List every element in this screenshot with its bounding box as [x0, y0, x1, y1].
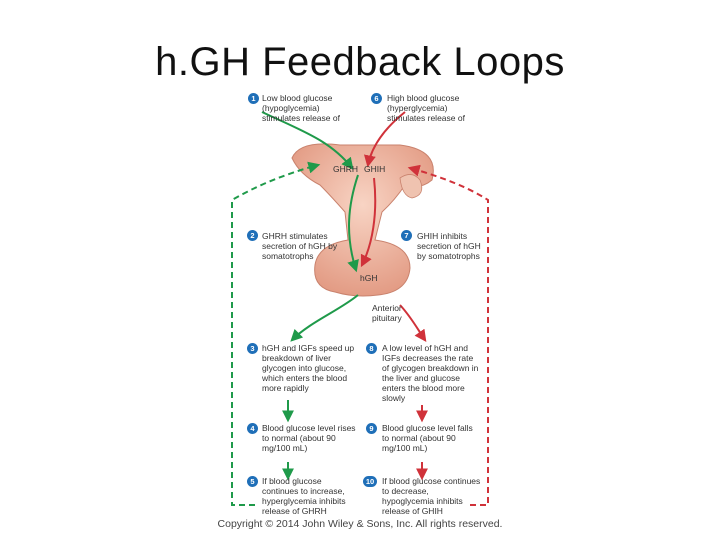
step-badge-4: 4 — [247, 423, 258, 434]
step-3-text: hGH and IGFs speed up breakdown of liver… — [262, 343, 355, 393]
step-2-text: GHRH stimulates secretion of hGH by soma… — [262, 231, 338, 261]
step-badge-9: 9 — [366, 423, 377, 434]
step-badge-3: 3 — [247, 343, 258, 354]
step-6-text: High blood glucose (hyperglycemia) stimu… — [387, 93, 465, 123]
step-8-text: A low level of hGH and IGFs decreases th… — [382, 343, 479, 403]
label-hgh: hGH — [360, 273, 378, 283]
label-ghrh: GHRH — [333, 164, 359, 174]
step-4-text: Blood glucose level rises to normal (abo… — [262, 423, 356, 453]
feedback-loop-green-dashed — [231, 161, 321, 506]
step-10-text: If blood glucose continues to decrease, … — [382, 476, 481, 516]
copyright-footer: Copyright © 2014 John Wiley & Sons, Inc.… — [217, 518, 503, 530]
step-badge-1: 1 — [248, 93, 259, 104]
step-9-text: Blood glucose level falls to normal (abo… — [382, 423, 473, 453]
step-badge-8: 8 — [366, 343, 377, 354]
slide-title: h.GH Feedback Loops — [155, 40, 565, 84]
arrow-green-hgh-to-step3 — [290, 294, 359, 342]
label-ghih: GHIH — [364, 164, 386, 174]
feedback-loop-red-dashed — [407, 164, 489, 506]
step-1-text: Low blood glucose (hypoglycemia) stimula… — [262, 93, 340, 123]
arrow-green-step1-to-ghrh — [261, 111, 354, 170]
arrow-green-ghrh-to-hgh — [347, 174, 359, 273]
step-badge-2: 2 — [247, 230, 258, 241]
pituitary-gland-illustration — [291, 143, 434, 297]
step-7-text: GHIH inhibits secretion of hGH by somato… — [417, 231, 481, 261]
arrow-red-step6-to-ghih — [364, 111, 406, 168]
arrow-red-ghih-inhibit — [360, 177, 377, 268]
step-badge-5: 5 — [247, 476, 258, 487]
step-badge-10: 10 — [363, 476, 377, 487]
label-anterior-pituitary: Anterior pituitary — [372, 303, 402, 323]
step-badge-6: 6 — [371, 93, 382, 104]
arrow-red-to-step8 — [399, 304, 427, 342]
step-5-text: If blood glucose continues to increase, … — [262, 476, 346, 516]
step-badge-7: 7 — [401, 230, 412, 241]
